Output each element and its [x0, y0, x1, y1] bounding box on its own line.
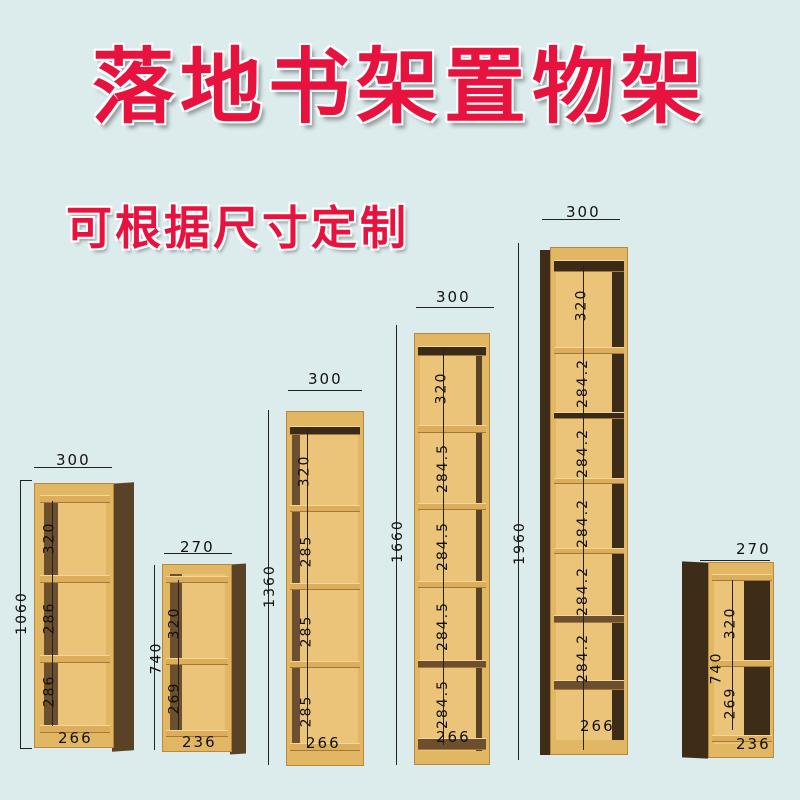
- bookshelf-1960: 1960 300 320 284.2 284.2 284.2 284.2 284…: [510, 203, 630, 765]
- bookshelf-1060: 1060 300 320 286 286 266: [13, 451, 134, 760]
- bookshelf-1360: 1360 300 320 285 285 285 266: [262, 368, 372, 766]
- product-title: 落地书架置物架: [91, 40, 708, 135]
- bookshelf-740-b: 270 740 320 269 236: [680, 540, 790, 765]
- bookshelf-740-a: 740 270 320 269 236: [148, 538, 248, 760]
- height-label: 1060: [13, 591, 30, 635]
- product-subtitle: 可根据尺寸定制: [66, 201, 409, 255]
- bookshelf-1660: 1660 300 320 284.5 284.5 284.5 284.5 266: [380, 288, 495, 765]
- width-label: 300: [56, 451, 91, 469]
